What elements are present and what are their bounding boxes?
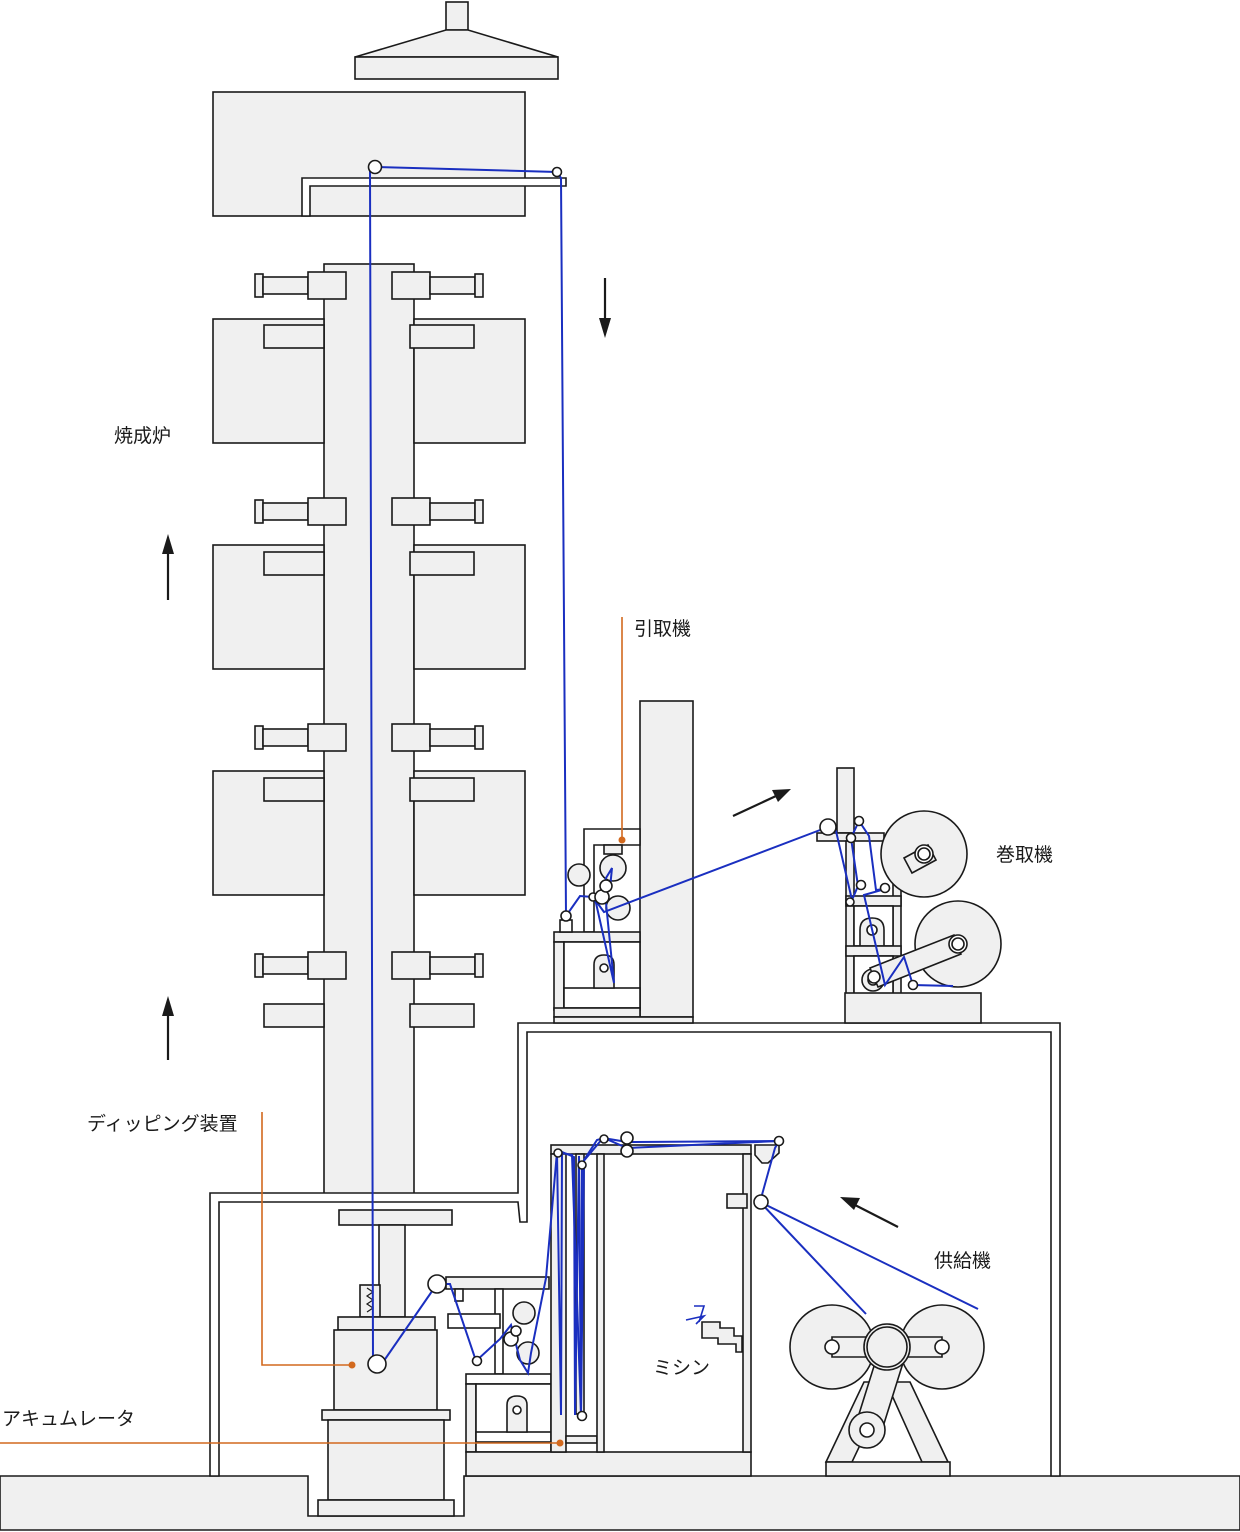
label-accumulator: アキュムレータ xyxy=(2,1408,135,1430)
leader-lines xyxy=(0,617,626,1447)
arrow-up-icon xyxy=(162,534,174,600)
guide-rollers xyxy=(367,159,919,1422)
label-furnace: 焼成炉 xyxy=(114,425,171,447)
arrow-up-left-icon xyxy=(840,1197,899,1228)
floor xyxy=(0,1475,1240,1531)
exhaust-hood xyxy=(354,1,559,80)
leader-dipping-dot xyxy=(348,1361,356,1369)
winder xyxy=(816,767,1002,1024)
furnace-nozzles xyxy=(254,271,484,980)
thread-dip-up xyxy=(380,1283,438,1366)
nozzle-row-4 xyxy=(254,951,484,980)
feeder-frame xyxy=(550,1144,780,1453)
thread-feeder xyxy=(759,1201,979,1315)
arrow-down-icon xyxy=(599,278,611,338)
thread-winder xyxy=(827,818,954,988)
nozzle-row-3 xyxy=(254,723,484,752)
leader-puller-dot xyxy=(618,836,626,844)
direction-arrows xyxy=(162,278,899,1228)
sewing-machine xyxy=(685,1305,743,1353)
puller xyxy=(553,700,694,1024)
label-winder: 巻取機 xyxy=(996,844,1053,866)
base-frame xyxy=(209,1022,1061,1477)
feeder xyxy=(789,1304,985,1477)
label-dipping: ディッピング装置 xyxy=(87,1113,238,1135)
label-sewing: ミシン xyxy=(653,1357,710,1379)
accumulator xyxy=(445,1276,752,1477)
leader-accumulator-dot xyxy=(556,1439,564,1447)
rollers xyxy=(512,854,631,1365)
furnace-top-chamber xyxy=(212,91,567,217)
arrow-up-icon xyxy=(162,996,174,1060)
furnace-tower xyxy=(212,263,526,1195)
thread-furnace xyxy=(368,165,567,1364)
nozzle-row-2 xyxy=(254,497,484,526)
label-puller: 引取機 xyxy=(634,618,691,640)
thread-accumulator xyxy=(437,1136,781,1416)
label-feeder: 供給機 xyxy=(934,1250,991,1272)
labels: 焼成炉 引取機 巻取機 ディッピング装置 アキュムレータ 供給機 ミシン xyxy=(2,425,1053,1430)
leader-dipping xyxy=(261,1112,352,1366)
nozzle-row-1 xyxy=(254,271,484,300)
arrow-up-right-icon xyxy=(732,789,791,817)
